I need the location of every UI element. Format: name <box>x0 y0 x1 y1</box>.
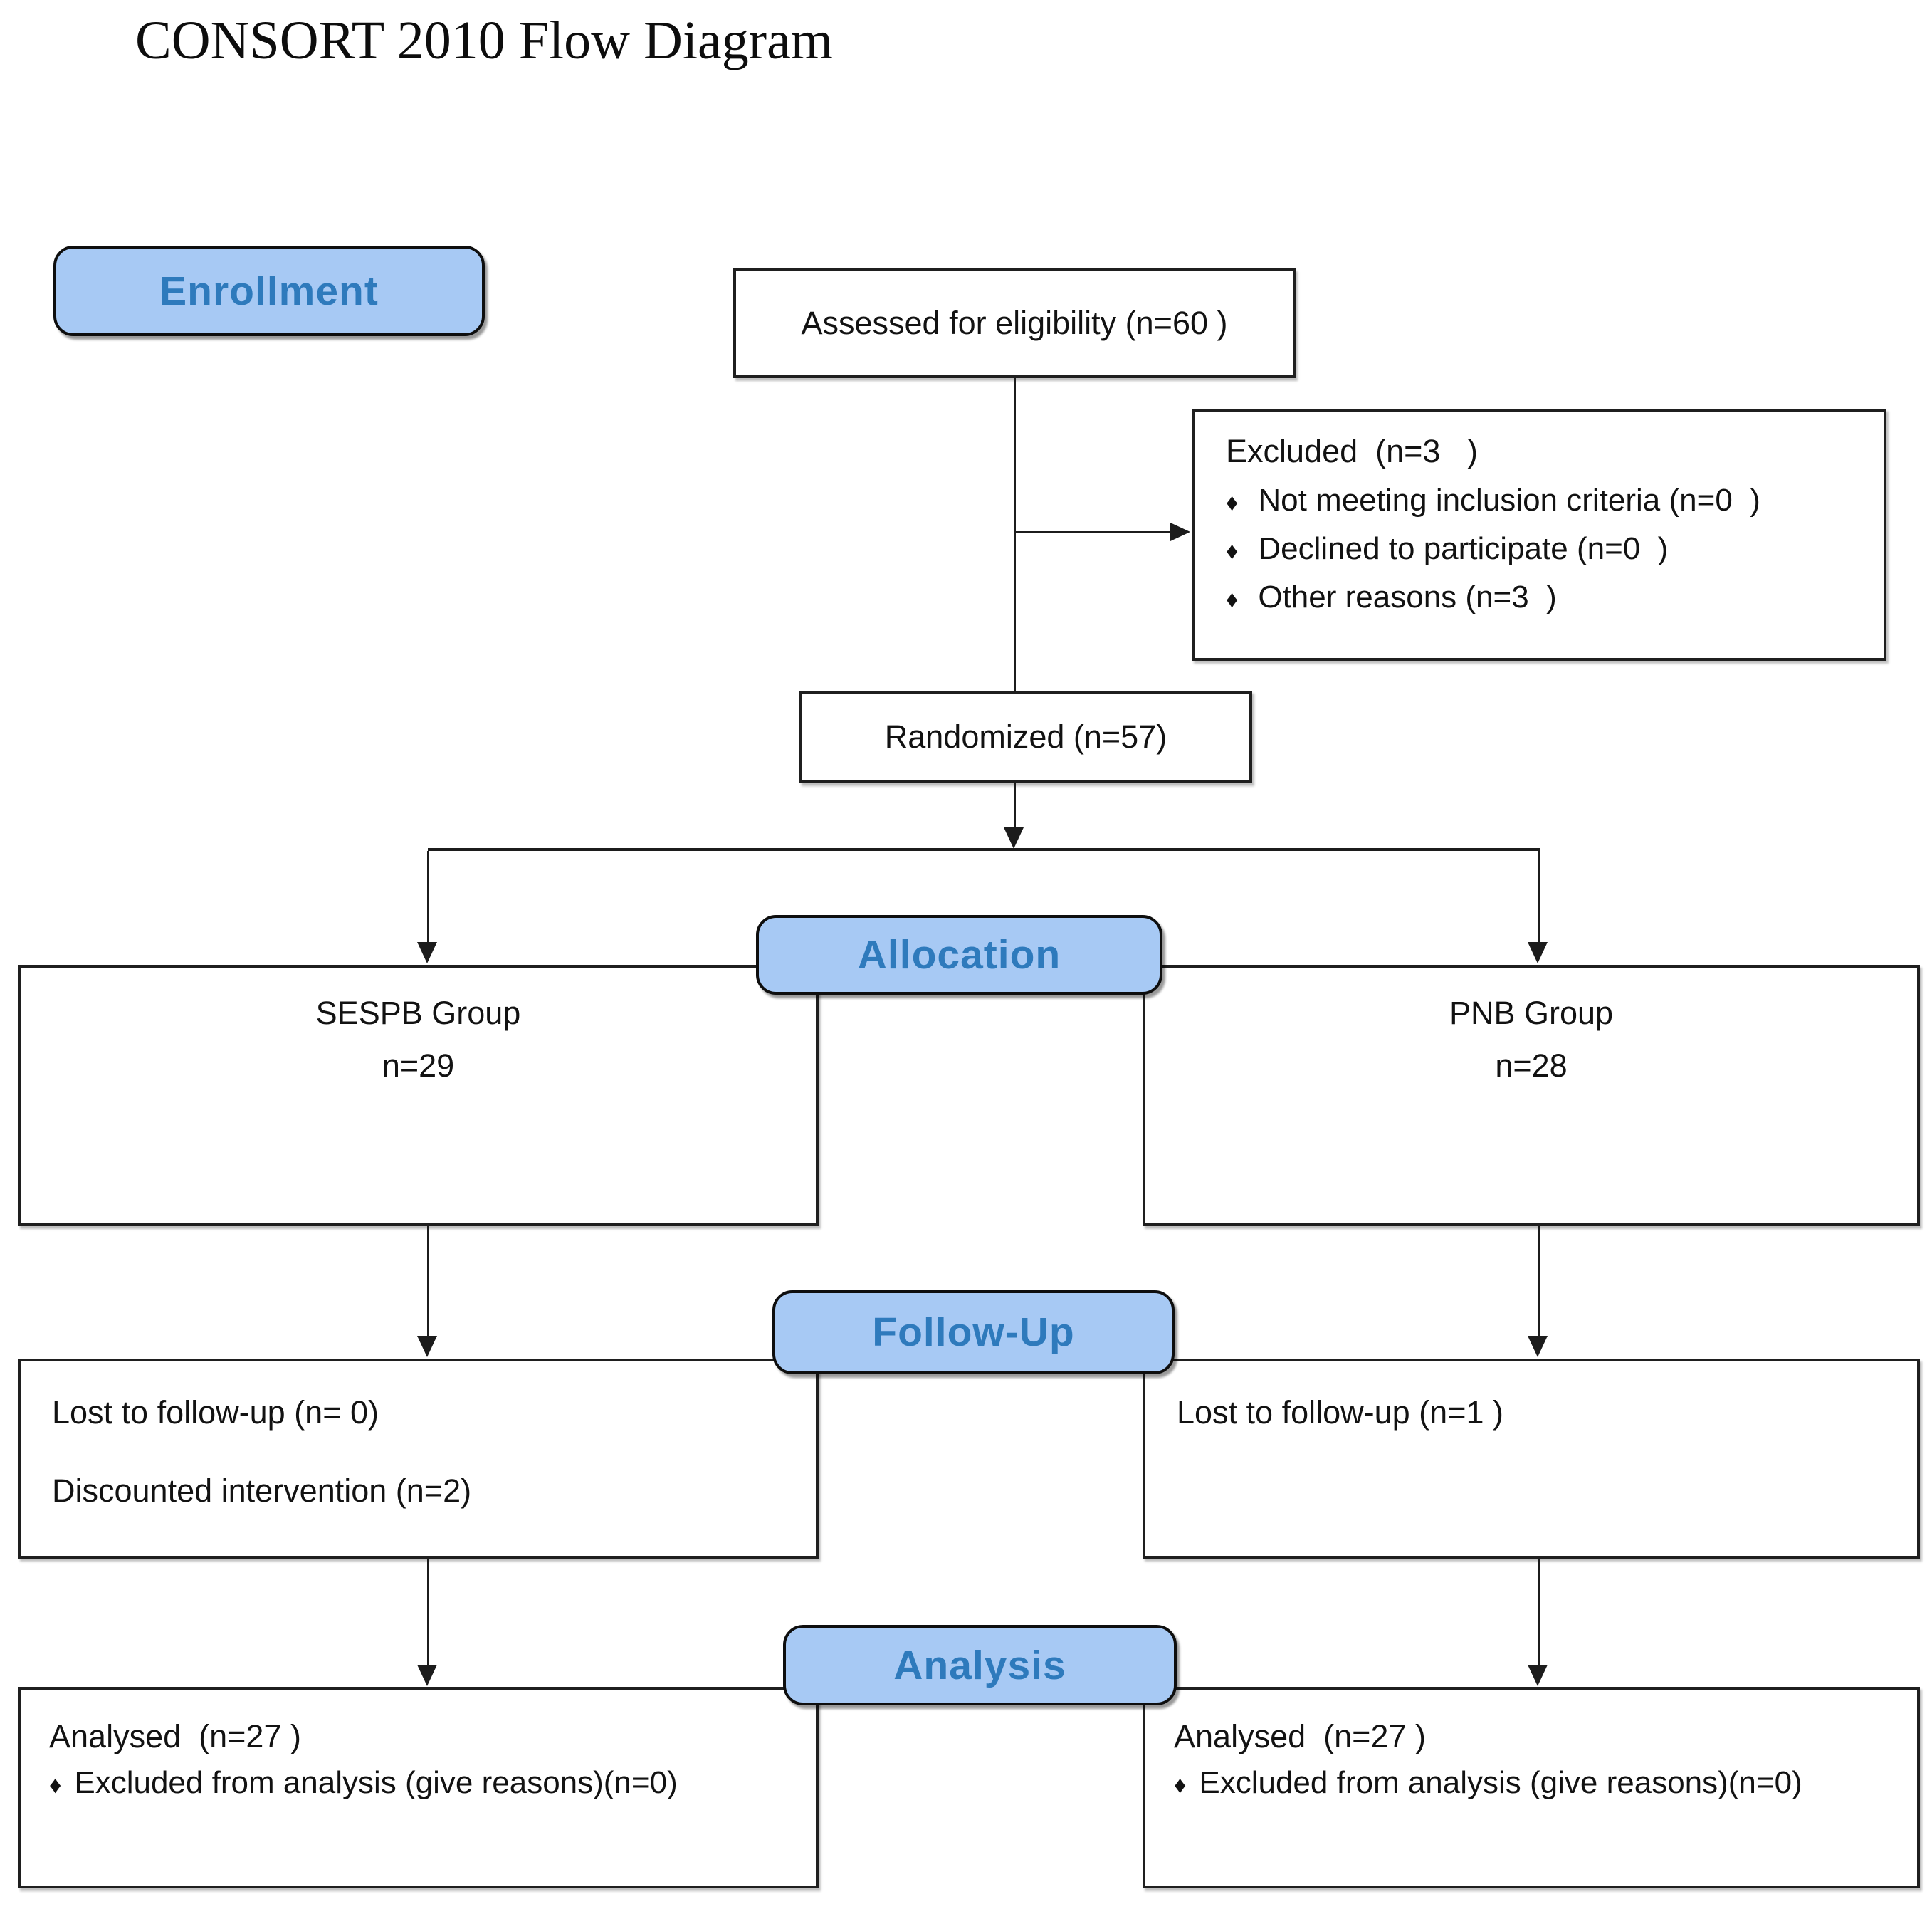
connector-followup-analysis-right <box>1538 1559 1540 1665</box>
pnb-group-name: PNB Group <box>1449 995 1614 1031</box>
sespb-group-name: SESPB Group <box>315 995 521 1031</box>
connector-to-excluded <box>1014 531 1171 533</box>
diamond-bullet-icon: ♦ <box>1226 586 1239 613</box>
arrowhead-analysis-left <box>417 1665 437 1686</box>
analysis-stage-badge: Analysis <box>783 1625 1177 1705</box>
connector-followup-analysis-left <box>427 1559 429 1665</box>
arrowhead-excluded <box>1170 523 1190 541</box>
connector-branch-sespb <box>427 851 429 943</box>
randomized-box: Randomized (n=57) <box>799 691 1252 783</box>
analysis-right-analysed: Analysed (n=27 ) <box>1174 1718 1426 1754</box>
connector-pnb-followup <box>1538 1226 1540 1337</box>
analysis-right-excluded: Excluded from analysis (give reasons)(n=… <box>1199 1765 1802 1800</box>
followup-left-lost: Lost to follow-up (n= 0) <box>52 1394 379 1431</box>
connector-assessed-randomized <box>1014 378 1016 692</box>
page-title: CONSORT 2010 Flow Diagram <box>135 11 833 70</box>
diamond-bullet-icon: ♦ <box>1226 489 1239 516</box>
excluded-reason-not-meeting: Not meeting inclusion criteria (n=0 ) <box>1258 483 1760 518</box>
pnb-group-n: n=28 <box>1495 1047 1568 1084</box>
diamond-bullet-icon: ♦ <box>1174 1772 1187 1799</box>
connector-sespb-followup <box>427 1226 429 1337</box>
analysis-right-bullet-row: ♦ Excluded from analysis (give reasons)(… <box>1174 1765 1903 1801</box>
enrollment-stage-label: Enrollment <box>159 268 379 314</box>
analysis-left-box: Analysed (n=27 ) ♦ Excluded from analysi… <box>18 1687 819 1888</box>
diamond-bullet-icon: ♦ <box>1226 538 1239 565</box>
analysis-left-bullet-row: ♦ Excluded from analysis (give reasons)(… <box>49 1765 802 1801</box>
arrowhead-analysis-right <box>1528 1665 1548 1686</box>
excluded-reason-row: ♦ Not meeting inclusion criteria (n=0 ) <box>1226 483 1862 518</box>
arrowhead-followup-right <box>1528 1336 1548 1357</box>
excluded-reason-row: ♦ Declined to participate (n=0 ) <box>1226 531 1862 567</box>
followup-left-box: Lost to follow-up (n= 0) Discounted inte… <box>18 1359 819 1559</box>
excluded-title: Excluded (n=3 ) <box>1226 433 1478 469</box>
arrowhead-sespb <box>417 942 437 963</box>
connector-branch-pnb <box>1538 851 1540 943</box>
randomized-text: Randomized (n=57) <box>884 718 1167 755</box>
arrowhead-pnb <box>1528 942 1548 963</box>
diamond-bullet-icon: ♦ <box>49 1772 62 1799</box>
arrowhead-followup-left <box>417 1336 437 1357</box>
followup-stage-label: Follow-Up <box>872 1309 1075 1355</box>
arrowhead-branch <box>1004 827 1024 849</box>
pnb-group-box: PNB Group n=28 <box>1143 965 1920 1226</box>
enrollment-stage-badge: Enrollment <box>53 246 485 336</box>
sespb-group-n: n=29 <box>382 1047 455 1084</box>
excluded-reason-row: ♦ Other reasons (n=3 ) <box>1226 580 1862 615</box>
assessed-box: Assessed for eligibility (n=60 ) <box>733 268 1296 378</box>
analysis-stage-label: Analysis <box>893 1642 1066 1688</box>
branch-line <box>428 848 1540 851</box>
assessed-text: Assessed for eligibility (n=60 ) <box>801 305 1228 341</box>
analysis-right-box: Analysed (n=27 ) ♦ Excluded from analysi… <box>1143 1687 1920 1888</box>
allocation-stage-badge: Allocation <box>756 915 1162 995</box>
sespb-group-box: SESPB Group n=29 <box>18 965 819 1226</box>
excluded-reason-other: Other reasons (n=3 ) <box>1258 580 1557 614</box>
analysis-left-excluded: Excluded from analysis (give reasons)(n=… <box>74 1765 678 1800</box>
analysis-left-analysed: Analysed (n=27 ) <box>49 1718 301 1754</box>
excluded-box: Excluded (n=3 ) ♦ Not meeting inclusion … <box>1192 409 1886 661</box>
connector-randomized-branch <box>1014 782 1016 829</box>
followup-stage-badge: Follow-Up <box>772 1290 1175 1374</box>
followup-right-lost: Lost to follow-up (n=1 ) <box>1177 1394 1503 1431</box>
followup-right-box: Lost to follow-up (n=1 ) <box>1143 1359 1920 1559</box>
followup-left-discounted: Discounted intervention (n=2) <box>52 1473 472 1509</box>
excluded-reason-declined: Declined to participate (n=0 ) <box>1258 531 1669 566</box>
allocation-stage-label: Allocation <box>857 932 1061 978</box>
